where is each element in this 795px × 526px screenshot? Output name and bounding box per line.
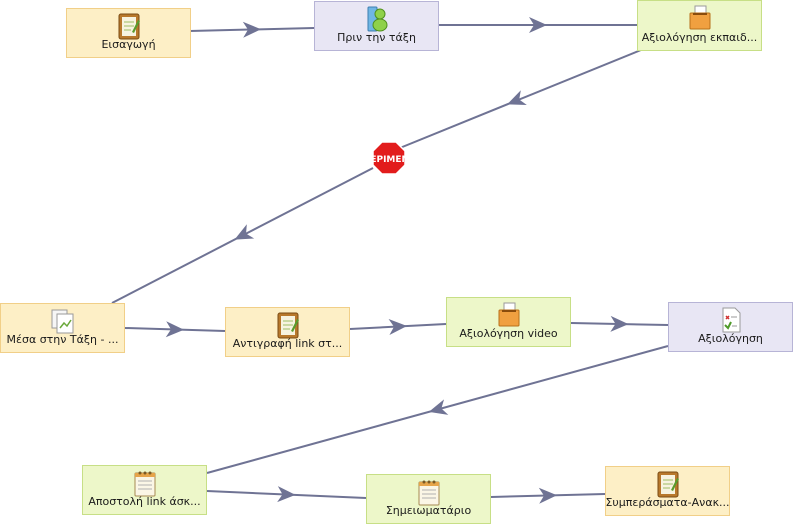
- book-person-icon: [364, 5, 390, 37]
- activity-node-notebook[interactable]: Σημειωματάριο: [366, 474, 491, 524]
- arrow-head-icon: [507, 90, 527, 106]
- ballot-box-icon: [687, 4, 713, 36]
- node-label: Αντιγραφή link στ...: [232, 337, 343, 350]
- node-label: Αποστολή link άσκ...: [88, 495, 201, 508]
- activity-node-intro[interactable]: Εισαγωγή: [66, 8, 191, 58]
- stop-gate[interactable]: ΠΕΡΙΜΕΝΕ: [363, 141, 415, 175]
- arrow-head-icon: [428, 399, 449, 415]
- arrow-head-icon: [610, 315, 629, 332]
- stop-gate-label: ΠΕΡΙΜΕΝΕ: [372, 155, 406, 165]
- arrow-head-icon: [388, 318, 407, 335]
- node-label: Αξιολόγηση video: [459, 327, 558, 340]
- notebook-icon: [416, 478, 442, 510]
- node-label: Σημειωματάριο: [385, 504, 472, 517]
- node-label: Αξιολόγηση: [698, 332, 763, 345]
- notepad-icon: [655, 470, 681, 502]
- activity-node-copy-link[interactable]: Αντιγραφή link στ...: [225, 307, 350, 357]
- node-label: Μέσα στην Τάξη - ...: [6, 333, 119, 346]
- arrow-head-icon: [529, 17, 547, 33]
- activity-node-in-class[interactable]: Μέσα στην Τάξη - ...: [0, 303, 125, 353]
- arrow-head-icon: [234, 224, 255, 240]
- activity-node-before-class[interactable]: Πριν την τάξη: [314, 1, 439, 51]
- node-label: Πριν την τάξη: [337, 31, 416, 44]
- documents-icon: [50, 307, 76, 339]
- node-label: Αξιολόγηση εκπαιδ...: [641, 31, 758, 44]
- node-label: Συμπεράσματα-Ανακ...: [605, 496, 730, 509]
- notepad-icon: [116, 12, 142, 44]
- ballot-box-icon: [496, 301, 522, 333]
- activity-node-send-exercise-link[interactable]: Αποστολή link άσκ...: [82, 465, 207, 515]
- activity-node-trainee-assessment[interactable]: Αξιολόγηση εκπαιδ...: [637, 0, 762, 51]
- activity-node-conclusions[interactable]: Συμπεράσματα-Ανακ...: [605, 466, 730, 516]
- arrow-head-icon: [538, 487, 557, 504]
- arrow-head-icon: [165, 321, 184, 338]
- notepad-icon: [275, 311, 301, 343]
- node-label: Εισαγωγή: [101, 38, 156, 51]
- checklist-icon: [718, 306, 744, 338]
- arrow-head-icon: [242, 21, 261, 38]
- activity-node-assessment[interactable]: Αξιολόγηση: [668, 302, 793, 352]
- activity-node-video-assessment[interactable]: Αξιολόγηση video: [446, 297, 571, 347]
- notebook-icon: [132, 469, 158, 501]
- stop-sign-icon: ΠΕΡΙΜΕΝΕ: [363, 141, 415, 175]
- arrow-head-icon: [277, 486, 296, 503]
